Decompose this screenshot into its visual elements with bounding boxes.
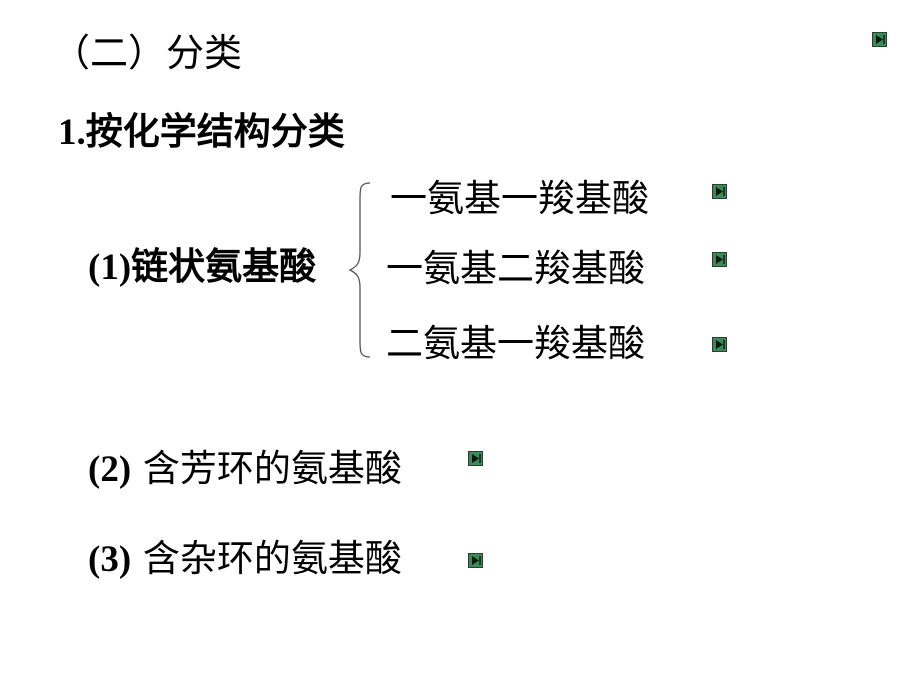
item2-text: 含芳环的氨基酸: [131, 447, 402, 490]
subtype-2: 一氨基二羧基酸: [386, 247, 645, 290]
subtype-3: 二氨基一羧基酸: [386, 322, 645, 365]
item2-button[interactable]: [468, 451, 483, 466]
subtype-1-button[interactable]: [712, 184, 727, 199]
item3-button[interactable]: [468, 553, 483, 568]
curly-brace: [348, 182, 371, 358]
next-arrow-icon: [876, 35, 885, 44]
subtype-1: 一氨基一羧基酸: [390, 177, 649, 220]
item3-label: (3) 含杂环的氨基酸: [88, 540, 402, 578]
item3-text: 含杂环的氨基酸: [131, 537, 402, 580]
section-heading: （二）分类: [52, 31, 243, 75]
item1-label: (1)链状氨基酸: [88, 248, 316, 286]
next-arrow-icon: [716, 340, 725, 349]
next-arrow-icon: [716, 255, 725, 264]
subtype-2-button[interactable]: [712, 252, 727, 267]
next-arrow-icon: [472, 556, 481, 565]
subheading: 1.按化学结构分类: [58, 113, 345, 151]
subtype-3-button[interactable]: [712, 337, 727, 352]
item1-text: 链状氨基酸: [131, 245, 317, 288]
next-arrow-icon: [472, 454, 481, 463]
subheading-number: 1.: [58, 112, 86, 153]
item3-number: (3): [88, 539, 132, 580]
top-nav-button[interactable]: [872, 32, 887, 47]
next-arrow-icon: [716, 187, 725, 196]
subheading-text: 按化学结构分类: [85, 110, 345, 153]
item2-number: (2): [88, 449, 132, 490]
item2-label: (2) 含芳环的氨基酸: [88, 450, 402, 488]
item1-number: (1): [88, 247, 132, 288]
